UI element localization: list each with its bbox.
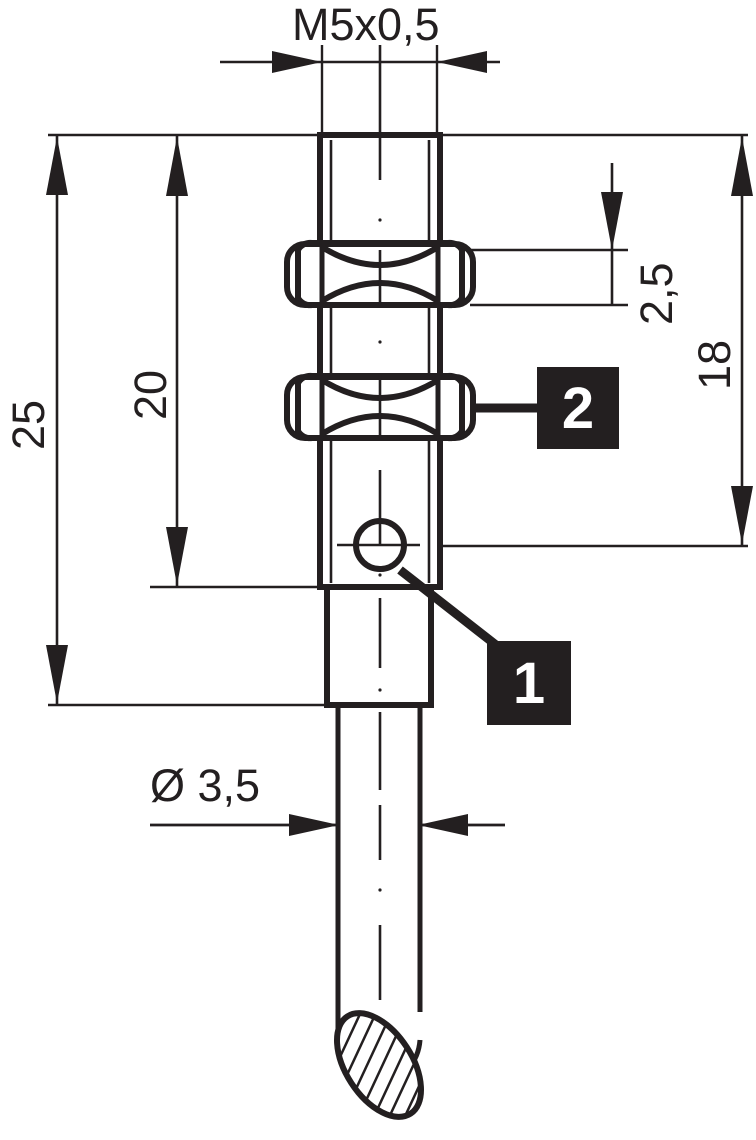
dimension-thread — [220, 51, 500, 73]
callout-leader-1 — [397, 566, 499, 649]
dimension-label-body-length: 20 — [125, 369, 176, 420]
center-axis — [378, 45, 382, 1000]
cable — [335, 705, 423, 1089]
cable-cut-end — [334, 1010, 424, 1120]
dimension-nut-offset — [601, 163, 623, 305]
callout-box-2[interactable]: 2 — [537, 367, 619, 449]
dimension-total-length — [46, 135, 68, 705]
dimension-thread-length — [731, 135, 753, 546]
dimension-cable-diameter — [150, 814, 505, 836]
callout-box-1[interactable]: 1 — [487, 641, 571, 725]
dimension-label-nut-offset: 2,5 — [631, 262, 682, 325]
dimension-label-thread-length: 18 — [689, 339, 740, 390]
dimension-label-total-length: 25 — [3, 399, 54, 450]
dimension-body-length — [166, 135, 188, 587]
dimension-label-cable-diameter: Ø 3,5 — [150, 760, 261, 811]
dimension-label-thread: M5x0,5 — [292, 0, 440, 50]
